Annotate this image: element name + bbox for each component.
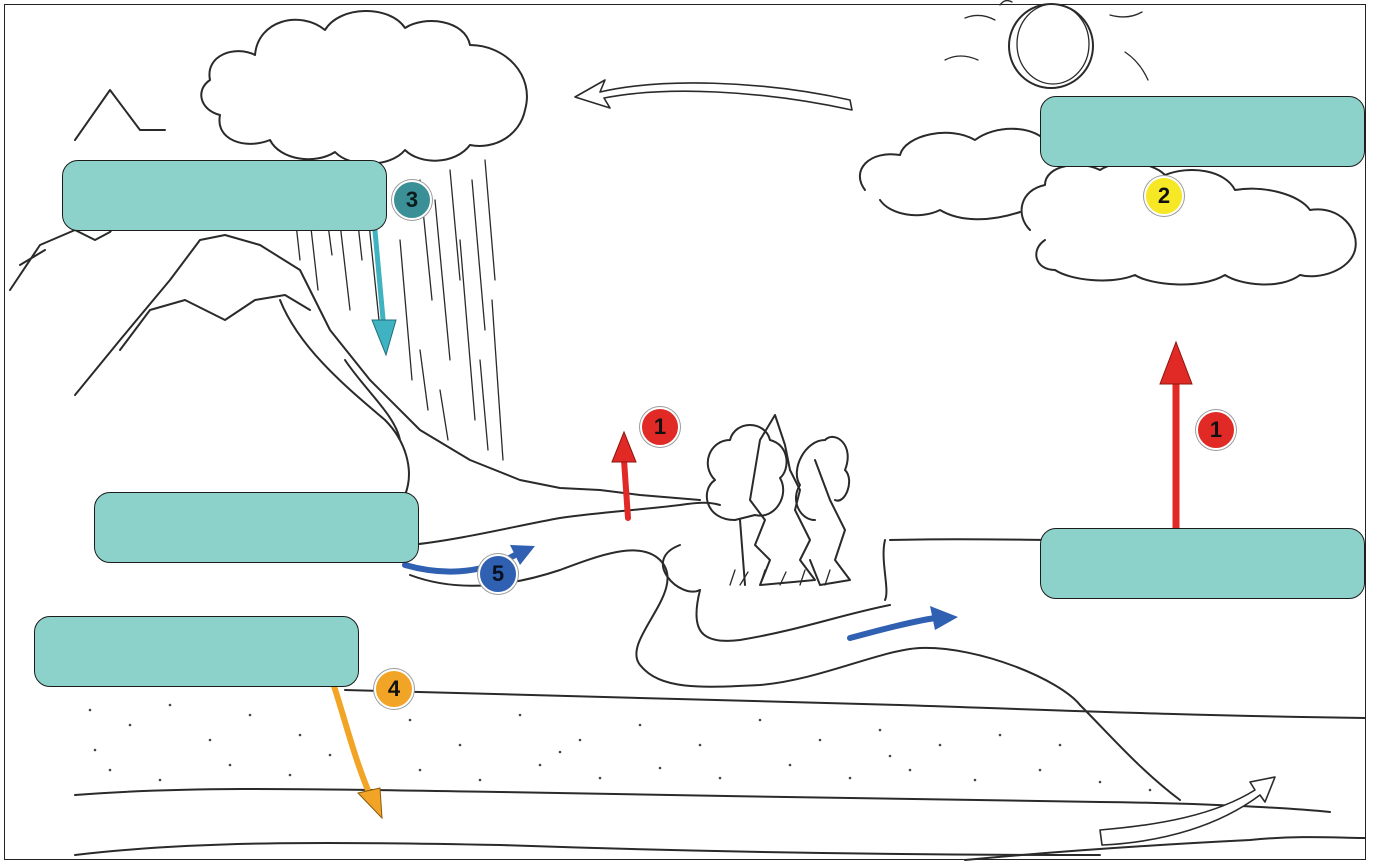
cloud-left [200,10,528,165]
runoff-arrow-sea [847,606,958,641]
sun-icon [944,0,1149,89]
answer-box-condensation[interactable] [1040,96,1365,167]
ground-line-top [344,689,1366,719]
page-frame [4,4,1366,860]
answer-box-evaporation[interactable] [1040,528,1365,599]
evaporation-arrow-lake [611,430,637,521]
trees-icon [705,414,851,586]
answer-box-runoff[interactable] [94,492,419,563]
stream [279,299,410,496]
mountain-back [74,89,166,141]
marker-4: 4 [374,669,414,709]
infiltration-arrow [331,683,383,820]
land-left [409,501,721,546]
shore-right [889,538,1061,541]
ground-line-middle [74,787,1331,813]
answer-box-infiltration[interactable] [34,616,359,687]
precipitation-arrow [371,217,397,357]
ground-line-bottom [74,841,1101,856]
river-bank-inner [661,544,701,593]
marker-1-lake: 1 [640,407,680,447]
groundwater-arrow [1099,776,1276,846]
soil-dots [88,703,1152,792]
marker-1-sea: 1 [1196,410,1236,450]
marker-2: 2 [1144,176,1184,216]
marker-5: 5 [478,554,518,594]
answer-box-precipitation[interactable] [62,160,387,231]
evaporation-arrow-sea [1159,340,1193,534]
river-bank-bottom [695,589,891,642]
river-bank-top [409,549,1081,706]
condensation-arrow [574,79,853,111]
cloud-right-front [1020,162,1357,286]
marker-3: 3 [392,180,432,220]
